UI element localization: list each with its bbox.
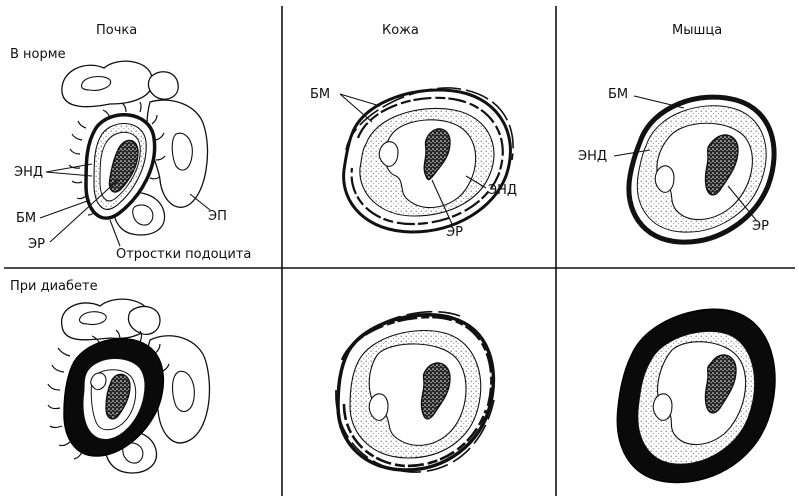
kidney-diabetes-capillary xyxy=(48,299,209,473)
leader-kidney-bm xyxy=(40,200,90,218)
endothelial-nucleus xyxy=(369,394,388,421)
label-kidney-end: ЭНД xyxy=(14,165,43,180)
label-muscle-bm: БМ xyxy=(608,87,628,102)
label-muscle-er: ЭР xyxy=(752,219,769,234)
endothelial-nucleus xyxy=(653,394,672,421)
label-skin-end: ЭНД xyxy=(488,183,517,198)
epithelial-cell-nucleus xyxy=(172,133,192,170)
epithelial-cell-nucleus xyxy=(79,312,106,325)
column-header-muscle: Мышца xyxy=(672,23,722,38)
label-kidney-ep: ЭП xyxy=(208,209,227,224)
muscle-diabetes-capillary xyxy=(617,309,775,482)
epithelial-cell xyxy=(148,72,178,99)
skin-normal-capillary xyxy=(344,88,513,232)
kidney-normal-capillary xyxy=(62,61,208,235)
label-skin-bm: БМ xyxy=(310,87,330,102)
row-label-diabetes: При диабете xyxy=(10,279,98,294)
label-kidney-bm: БМ xyxy=(16,211,36,226)
label-kidney-podocyte: Отростки подоцита xyxy=(116,247,251,262)
label-skin-er: ЭР xyxy=(446,225,463,240)
label-muscle-end: ЭНД xyxy=(578,149,607,164)
skin-diabetes-capillary xyxy=(336,312,494,472)
column-header-skin: Кожа xyxy=(382,23,419,38)
column-header-kidney: Почка xyxy=(96,23,137,38)
endothelial-nucleus xyxy=(655,166,674,193)
endothelial-nucleus xyxy=(91,373,106,390)
epithelial-cell-nucleus xyxy=(173,371,195,411)
row-label-normal: В норме xyxy=(10,47,66,62)
leader-muscle-bm xyxy=(634,96,684,108)
label-kidney-er: ЭР xyxy=(28,237,45,252)
